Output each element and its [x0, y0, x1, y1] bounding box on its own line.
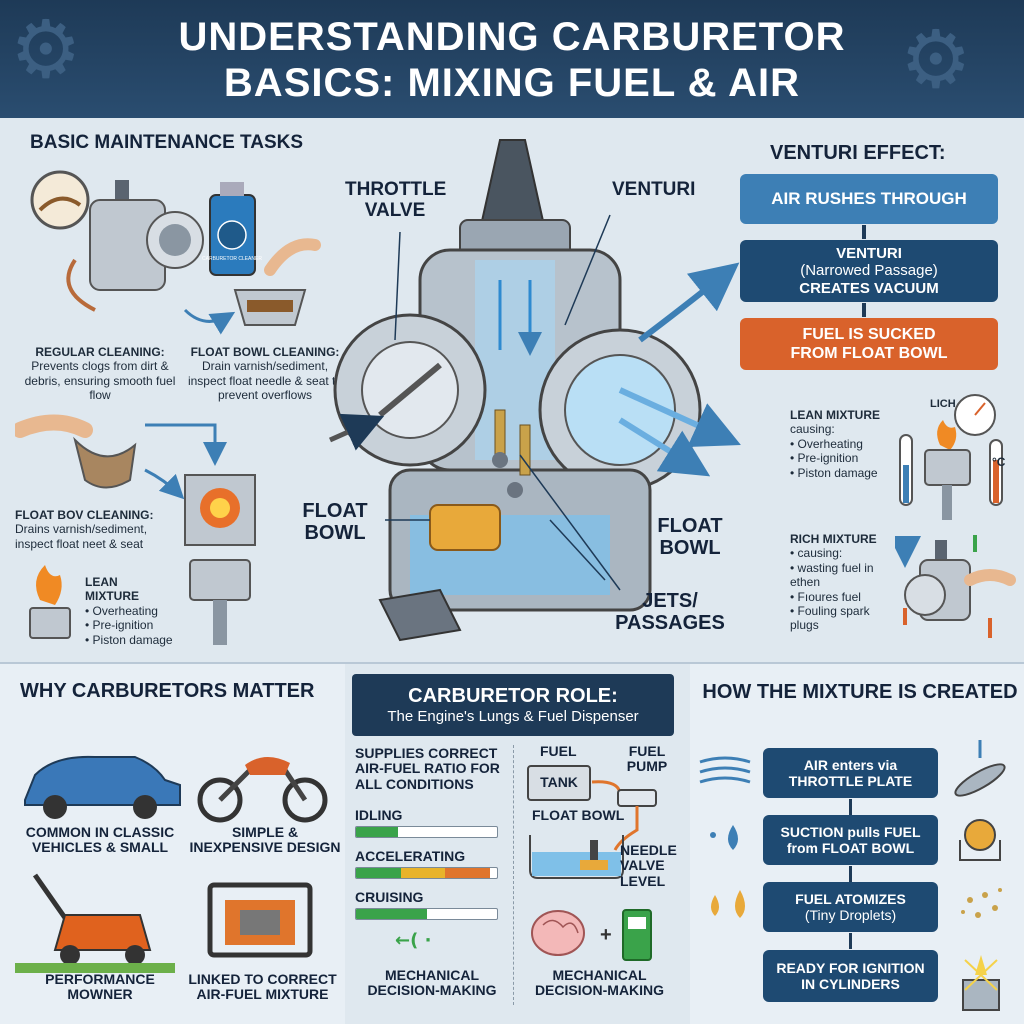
header-banner: ⚙ ⚙ UNDERSTANDING CARBURETOR BASICS: MIX…	[0, 0, 1024, 118]
swap-arrow-icon: ←( ·	[395, 930, 432, 951]
accelerating-bar	[355, 867, 498, 879]
venturi-step-1: AIR RUSHES THROUGH	[740, 174, 998, 224]
flame-icon	[937, 420, 957, 450]
hand-icon	[964, 569, 1016, 586]
small-carburetor-icon	[66, 180, 204, 312]
classic-vehicles-label: COMMON IN CLASSIC VEHICLES & SMALL	[25, 824, 175, 856]
carburetor-diagram	[328, 139, 741, 642]
piston-icon	[924, 449, 971, 486]
gear-icon: ⚙	[900, 13, 972, 106]
droplet-icon	[710, 825, 738, 850]
piston-icon	[189, 559, 251, 645]
lich-tag: LICH	[930, 398, 956, 410]
mixture-step-3: FUEL ATOMIZES(Tiny Droplets)	[763, 882, 938, 932]
fuel-drops-icon	[711, 890, 745, 918]
bar-segment	[384, 827, 399, 837]
float-bowl-icon	[233, 238, 321, 326]
bar-segment	[403, 909, 427, 919]
flow-arrow	[849, 866, 852, 882]
motorcycle-icon	[197, 756, 328, 823]
simple-design-label: SIMPLE & INEXPENSIVE DESIGN	[189, 824, 341, 856]
spray-can-label: CARBURETOR CLEANER	[202, 256, 262, 262]
mixture-title: HOW THE MIXTURE IS CREATED	[702, 681, 1018, 703]
flow-arrow	[849, 933, 852, 949]
fuel-pump-label: FUEL PUMP	[626, 743, 668, 775]
idling-bar	[355, 826, 498, 838]
role-divider	[513, 745, 514, 1005]
mixture-icons	[699, 740, 1006, 1011]
bar-segment	[356, 909, 380, 919]
throttle-plate-icon	[954, 740, 1006, 797]
regular-cleaning-text: REGULAR CLEANING:Prevents clogs from dir…	[24, 345, 176, 403]
float-bowl-left-label: FLOAT BOWL	[302, 500, 368, 544]
needle-valve-label: NEEDLE VALVE LEVEL	[620, 842, 677, 889]
cruising-label: CRUISING	[355, 889, 424, 905]
why-title: WHY CARBURETORS MATTER	[20, 680, 315, 702]
why-illustrations	[15, 755, 328, 973]
jets-label: JETS/ PASSAGES	[615, 590, 725, 634]
venturi-step-3: FUEL IS SUCKED FROM FLOAT BOWL	[740, 318, 998, 370]
fuel-label: FUEL	[540, 743, 577, 759]
performance-label: PERFORMANCE MOWNER	[45, 971, 155, 1003]
wind-icon	[699, 756, 751, 784]
linked-label: LINKED TO CORRECT AIR-FUEL MIXTURE	[188, 971, 337, 1003]
engine-block-icon	[184, 474, 256, 546]
bowl-icon	[959, 819, 1001, 861]
tank-box: TANK	[527, 765, 591, 801]
mech-right-label: MECHANICAL DECISION-MAKING	[534, 967, 665, 999]
brain-icon	[531, 910, 585, 956]
venturi-effect-title: VENTURI EFFECT:	[770, 142, 946, 164]
maintenance-illustrations: CARBURETOR CLEANER	[15, 170, 321, 645]
bar-segment	[379, 909, 403, 919]
venturi-step-2: VENTURI (Narrowed Passage) CREATES VACUU…	[740, 240, 998, 302]
idling-label: IDLING	[355, 807, 403, 823]
spark-cylinder-icon	[962, 955, 1000, 1011]
brain-fuel-icons: +	[531, 909, 652, 961]
rich-mixture: RICH MIXTURE causing: wasting fuel in et…	[790, 532, 890, 633]
page-title: UNDERSTANDING CARBURETOR BASICS: MIXING …	[178, 15, 846, 105]
supplies-label: SUPPLIES CORRECT AIR-FUEL RATIO FOR ALL …	[355, 745, 500, 792]
hand-bowl-icon	[15, 414, 137, 489]
mech-left-label: MECHANICAL DECISION-MAKING	[367, 967, 497, 999]
flame-icon	[36, 565, 62, 605]
piston-icon	[29, 607, 71, 639]
bar-segment	[400, 868, 446, 878]
celsius-unit: °C	[992, 455, 1006, 469]
flow-arrow	[862, 303, 866, 317]
magnifier-icon	[30, 170, 90, 230]
rich-illustration	[895, 535, 1016, 638]
bar-segment	[356, 827, 371, 837]
pump-icon	[617, 789, 657, 807]
cruising-bar	[355, 908, 498, 920]
role-title-box: CARBURETOR ROLE: The Engine's Lungs & Fu…	[352, 674, 674, 736]
throttle-valve-label: THROTTLE VALVE	[345, 179, 447, 221]
generator-icon	[207, 882, 313, 958]
bar-segment	[370, 827, 385, 837]
lean-illustration	[899, 394, 1003, 520]
lawn-mower-icon	[15, 873, 175, 973]
spray-can-icon	[209, 182, 256, 276]
flow-arrow	[862, 225, 866, 239]
svg-text:+: +	[600, 924, 612, 946]
fuel-system-diagram	[529, 780, 657, 879]
classic-car-icon	[24, 755, 181, 819]
venturi-label: VENTURI	[612, 179, 696, 200]
atomize-icon	[961, 888, 1002, 918]
gear-icon: ⚙	[10, 3, 82, 96]
bar-segment	[356, 868, 401, 878]
flow-arrow	[849, 799, 852, 815]
lean-mixture-right: LEAN MIXTURE causing: Overheating Pre-ig…	[790, 408, 900, 480]
maintenance-title: BASIC MAINTENANCE TASKS	[30, 132, 304, 153]
float-bov-cleaning-text: FLOAT BOV CLEANING:Drains varnish/sedime…	[15, 508, 154, 551]
bar-segment	[445, 868, 490, 878]
section-divider	[0, 662, 1024, 664]
float-bowl-small-label: FLOAT BOWL	[532, 807, 625, 823]
accelerating-label: ACCELERATING	[355, 848, 466, 864]
float-bowl-right-label: FLOAT BOWL	[657, 515, 723, 559]
float-bowl-cleaning-text: FLOAT BOWL CLEANING:Drain varnish/sedime…	[187, 345, 343, 403]
